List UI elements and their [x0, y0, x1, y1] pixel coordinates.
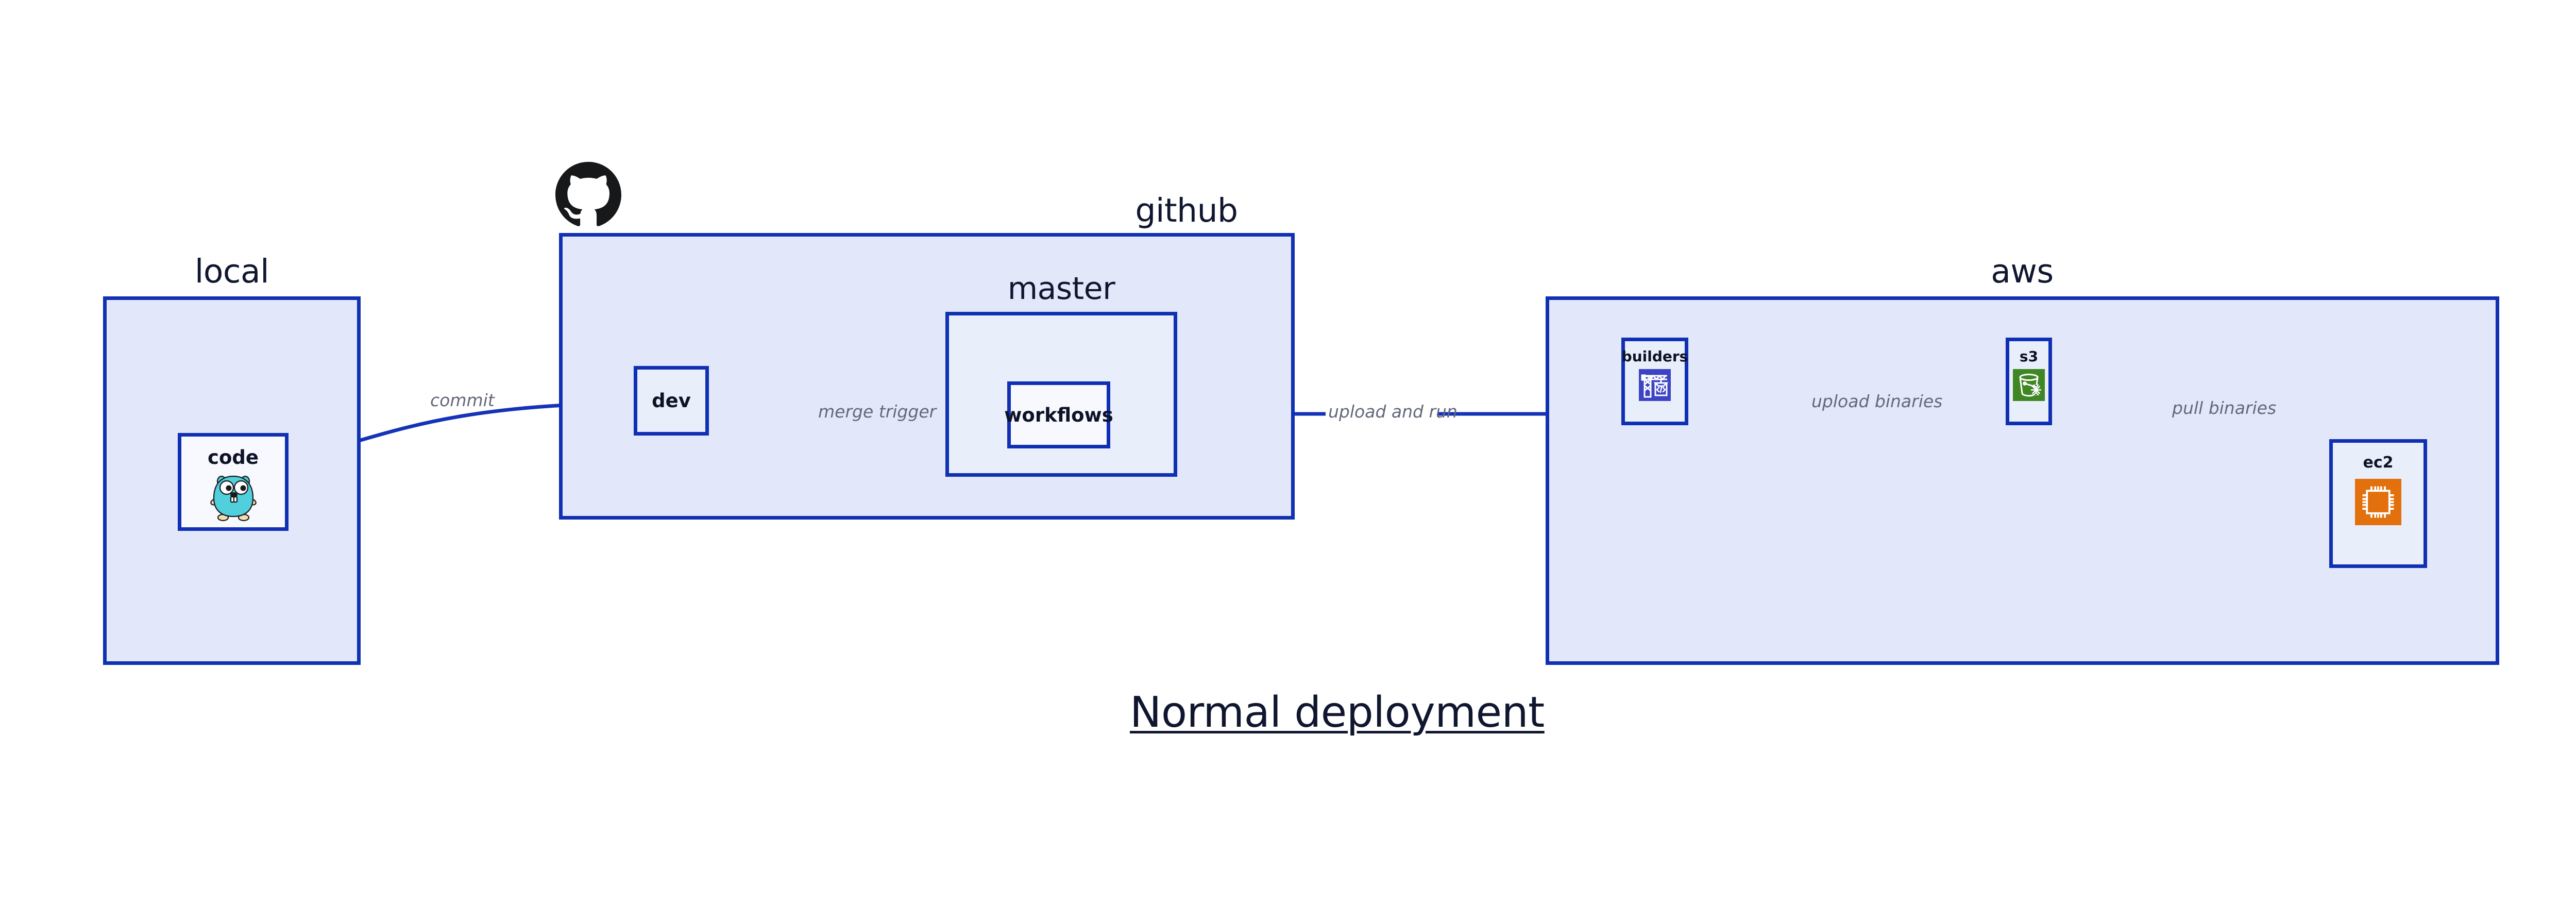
aws-s3-glacier-bucket-icon	[2013, 369, 2045, 403]
group-master-label: master	[1007, 271, 1115, 307]
edge-label-upload-and-run: upload and run	[1328, 402, 1458, 422]
node-dev-label: dev	[652, 390, 691, 412]
edge-label-pull-binaries: pull binaries	[2172, 398, 2277, 418]
edge-label-upload-binaries: upload binaries	[1811, 391, 1943, 411]
node-code[interactable]: code	[178, 433, 289, 531]
aws-codebuild-crane-icon	[1639, 369, 1671, 403]
node-code-label: code	[208, 446, 259, 469]
diagram-title: Normal deployment	[1130, 688, 1545, 737]
node-builders-label: builders	[1621, 348, 1688, 365]
node-workflows[interactable]: workflows	[1004, 381, 1113, 448]
group-github-label: github	[1135, 192, 1238, 229]
group-local-label: local	[194, 253, 269, 290]
aws-ec2-chip-icon	[2355, 479, 2401, 527]
node-ec2-label: ec2	[2363, 454, 2394, 472]
node-ec2[interactable]: ec2	[2329, 439, 2427, 568]
node-builders[interactable]: builders	[1621, 338, 1688, 425]
github-octocat-logo	[555, 162, 621, 230]
node-workflows-label: workflows	[1004, 404, 1113, 426]
node-dev[interactable]: dev	[634, 366, 709, 436]
edge-label-merge-trigger: merge trigger	[818, 402, 937, 422]
group-local[interactable]	[103, 296, 361, 665]
group-aws-label: aws	[1991, 253, 2054, 290]
node-s3-label: s3	[2019, 348, 2039, 365]
edge-label-commit: commit	[430, 390, 495, 410]
go-gopher-icon	[210, 472, 257, 524]
node-s3[interactable]: s3	[2006, 338, 2052, 425]
